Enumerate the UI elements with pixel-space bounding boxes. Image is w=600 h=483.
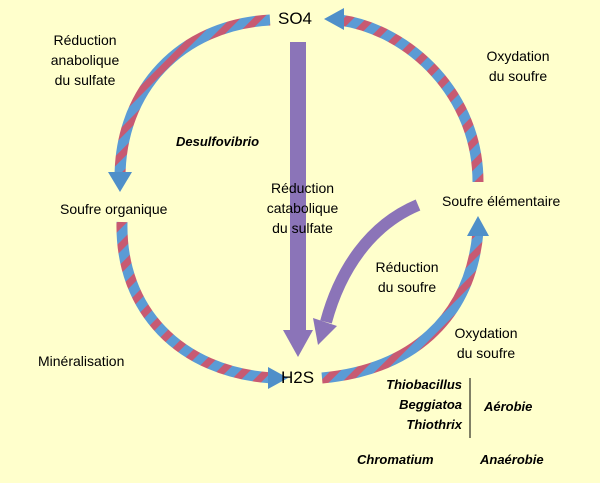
arc-anabolic-reduction bbox=[114, 14, 271, 179]
label-line: catabolique bbox=[266, 200, 339, 216]
arrow-head-soufre-organique bbox=[108, 172, 132, 192]
label-anaerobie: Anaérobie bbox=[480, 452, 544, 467]
label-line: du soufre bbox=[456, 345, 516, 361]
label-line: du soufre bbox=[377, 279, 437, 295]
label-oxydation-haut: Oxydation du soufre bbox=[468, 46, 568, 86]
arrow-catabolic-head bbox=[283, 330, 313, 357]
label-mineralisation: Minéralisation bbox=[38, 353, 125, 369]
label-aerobie: Aérobie bbox=[484, 399, 533, 414]
organism-thiothrix: Thiothrix bbox=[406, 417, 462, 432]
label-line: Réduction bbox=[375, 259, 439, 275]
arrow-sulfur-reduction-head bbox=[313, 318, 337, 345]
node-h2s: H2S bbox=[281, 368, 315, 387]
label-line: anabolique bbox=[50, 52, 120, 68]
node-so4: SO4 bbox=[278, 9, 313, 28]
organism-chromatium: Chromatium bbox=[357, 452, 434, 467]
organism-desulfovibrio: Desulfovibrio bbox=[176, 134, 260, 149]
node-soufre-organique: Soufre organique bbox=[60, 201, 168, 217]
arrow-head-soufre-elementaire bbox=[467, 216, 489, 236]
arrow-sulfur-reduction-shaft bbox=[320, 199, 421, 324]
label-line: Réduction bbox=[53, 32, 117, 48]
label-oxydation-bas: Oxydation du soufre bbox=[436, 323, 536, 363]
organism-aerobic-list: Thiobacillus Beggiatoa Thiothrix bbox=[360, 375, 462, 435]
arrow-head-h2s-left bbox=[268, 367, 288, 389]
organism-thiobacillus: Thiobacillus bbox=[386, 377, 462, 392]
label-line: Oxydation bbox=[454, 325, 518, 341]
arc-oxidation-top bbox=[339, 14, 484, 183]
label-line: du sulfate bbox=[272, 220, 333, 236]
label-reduction-soufre: Réduction du soufre bbox=[362, 257, 452, 297]
label-line: Oxydation bbox=[486, 48, 550, 64]
node-soufre-elementaire: Soufre élémentaire bbox=[442, 193, 561, 209]
arc-mineralisation bbox=[116, 221, 273, 384]
arrow-head-so4-right bbox=[324, 8, 344, 30]
label-line: du sulfate bbox=[54, 72, 116, 88]
label-reduction-catabolique: Réduction catabolique du sulfate bbox=[250, 178, 355, 238]
label-line: Réduction bbox=[270, 180, 335, 196]
arrow-catabolic-shaft bbox=[290, 42, 306, 335]
label-line: du soufre bbox=[488, 68, 548, 84]
organism-beggiatoa: Beggiatoa bbox=[399, 397, 462, 412]
arc-oxidation-bottom bbox=[321, 231, 484, 384]
label-reduction-anabolique: Réduction anabolique du sulfate bbox=[30, 30, 140, 90]
